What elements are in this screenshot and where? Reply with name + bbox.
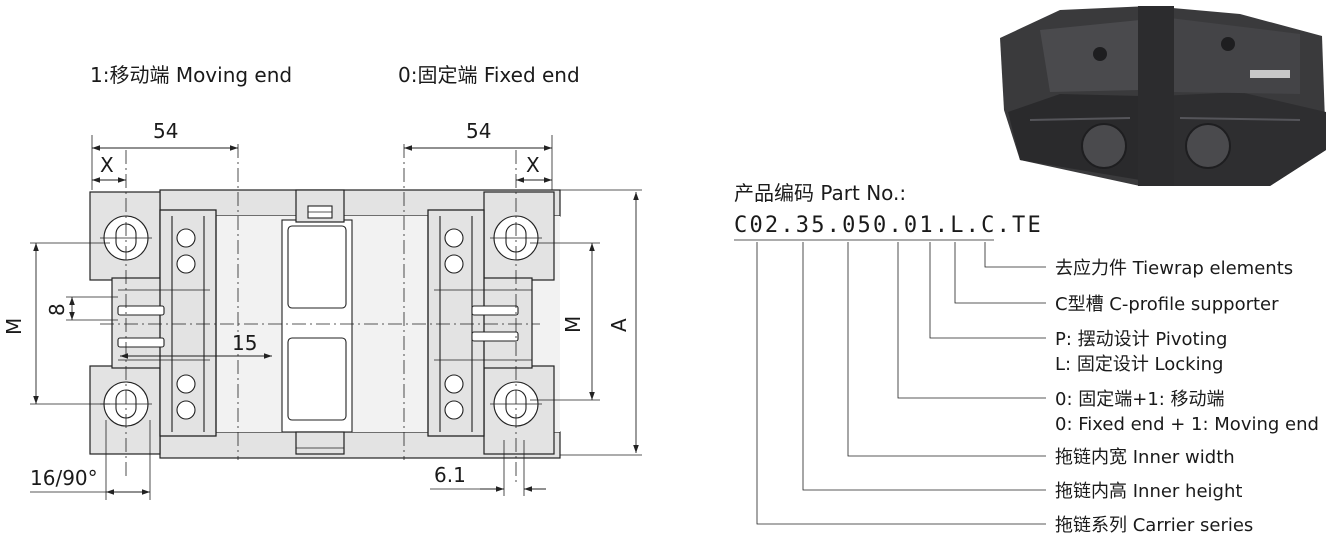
moving-end-label: 1:移动端 Moving end bbox=[90, 63, 292, 87]
dim-x-left: X bbox=[100, 153, 114, 177]
dim-x-right: X bbox=[526, 153, 540, 177]
desc-pivoting: P: 摆动设计 Pivoting bbox=[1055, 329, 1227, 350]
dim-16-90: 16/90° bbox=[30, 466, 98, 490]
part-no-heading: 产品编码 Part No.: bbox=[734, 181, 906, 205]
desc-tiewrap: 去应力件 Tiewrap elements bbox=[1055, 258, 1293, 279]
dimensions: 54 X 54 X M 8 15 M A bbox=[2, 119, 642, 500]
desc-carrier-series: 拖链系列 Carrier series bbox=[1055, 515, 1253, 536]
dim-m-right: M bbox=[561, 316, 585, 333]
desc-locking: L: 固定设计 Locking bbox=[1055, 354, 1223, 375]
desc-c-profile: C型槽 C-profile supporter bbox=[1055, 294, 1279, 315]
dim-54-right: 54 bbox=[466, 119, 491, 143]
dim-m-left: M bbox=[2, 318, 26, 335]
part-number-section: 产品编码 Part No.: C02.35.050.01.L.C.TE 去应力件… bbox=[734, 181, 1319, 536]
dim-a: A bbox=[607, 318, 631, 332]
dim-15: 15 bbox=[232, 331, 257, 355]
fixed-end-label: 0:固定端 Fixed end bbox=[398, 63, 580, 87]
bracket-drawing bbox=[89, 144, 561, 486]
product-photo bbox=[970, 0, 1340, 188]
desc-end-en: 0: Fixed end + 1: Moving end bbox=[1055, 414, 1319, 435]
dim-54-left: 54 bbox=[153, 119, 178, 143]
dim-6-1: 6.1 bbox=[434, 463, 466, 487]
desc-end-cn: 0: 固定端+1: 移动端 bbox=[1055, 389, 1225, 410]
part-no-code: C02.35.050.01.L.C.TE bbox=[734, 213, 1043, 238]
desc-inner-height: 拖链内高 Inner height bbox=[1055, 481, 1242, 502]
dim-8: 8 bbox=[45, 303, 69, 316]
desc-inner-width: 拖链内宽 Inner width bbox=[1055, 447, 1235, 468]
